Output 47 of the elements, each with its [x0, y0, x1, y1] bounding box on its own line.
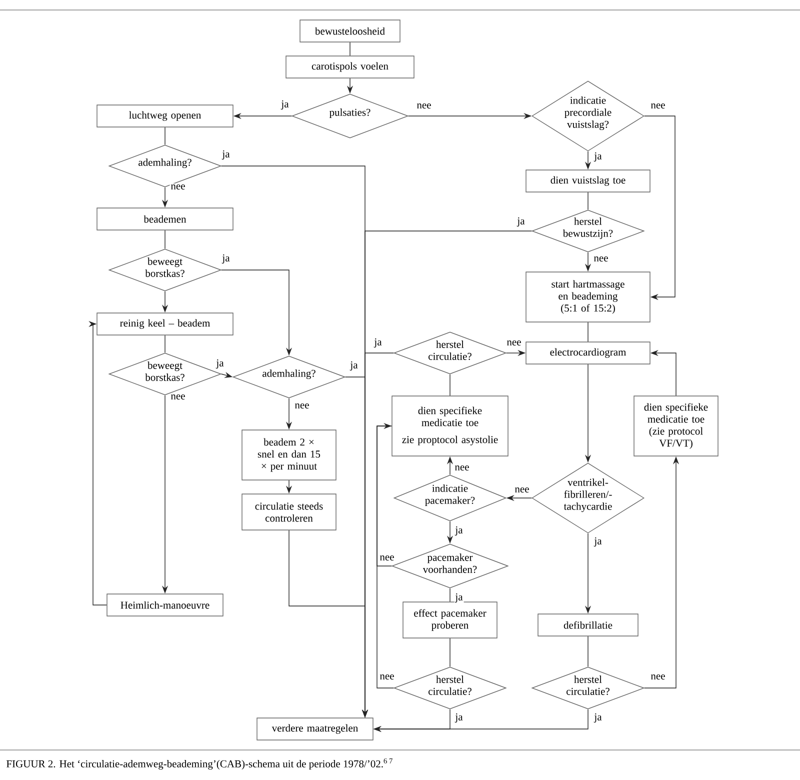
- process-box: dien specifieke medicatie toe (zie protocol VF/VT): [634, 396, 718, 456]
- edge-label: ja: [221, 253, 231, 265]
- process-box: defibrillatie: [538, 614, 638, 636]
- edge-label: nee: [454, 464, 470, 472]
- process-box: bewusteloosheid: [300, 20, 400, 42]
- edge-label: nee: [170, 183, 186, 191]
- process-box: effect pacemaker proberen: [402, 602, 498, 638]
- edge-label: nee: [506, 339, 522, 347]
- edge-label: nee: [592, 255, 610, 263]
- process-box: dien vuistslag toe: [526, 170, 650, 192]
- process-box: beademen: [96, 208, 234, 230]
- arrow: [88, 320, 107, 606]
- edge-label: ja: [221, 149, 231, 161]
- edge-label: nee: [378, 673, 396, 681]
- edge-label: ja: [516, 216, 526, 228]
- process-box: luchtweg openen: [96, 104, 234, 128]
- connector-line: [164, 230, 166, 249]
- edge-label: ja: [454, 525, 464, 537]
- connector-line: [164, 335, 166, 353]
- process-box: start hartmassage en beademing (5:1 of 15:2): [526, 272, 650, 322]
- edge-label: ja: [280, 99, 290, 111]
- edge-label: ja: [593, 151, 603, 163]
- process-box: electrocardiogram: [526, 342, 650, 364]
- edge-label: ja: [373, 337, 383, 349]
- edge-label: ja: [593, 536, 603, 548]
- edge-label: nee: [294, 402, 310, 410]
- process-box: Heimlich-manoeuvre: [106, 594, 224, 616]
- figure-caption: FIGUUR 2. Het ‘circulatie-ademweg-beademing’(CAB)-schema uit de periode 1978/’02.$^{6 7}$: [6, 758, 392, 770]
- edge-label: ja: [215, 358, 225, 370]
- process-box: reinig keel – beadem: [96, 312, 234, 336]
- edge-label: ja: [454, 712, 464, 724]
- edge-label: ja: [593, 712, 603, 724]
- process-box: dien specifieke medicatie toe zie proptocol asystolie: [392, 396, 508, 456]
- edge-label: nee: [650, 673, 666, 681]
- edge-label: nee: [170, 393, 186, 401]
- process-box: carotispols voelen: [286, 56, 414, 78]
- process-box: beadem 2 × snel en dan 15 × per minuut: [242, 430, 336, 480]
- edge-label: nee: [416, 102, 432, 110]
- arrow: [644, 116, 676, 300]
- edge-label: ja: [349, 360, 359, 372]
- process-box: circulatie steeds controleren: [242, 494, 336, 530]
- edge-label: nee: [650, 102, 666, 110]
- edge-label: ja: [454, 592, 464, 604]
- process-box: verdere maatregelen: [256, 718, 374, 740]
- connector-line: [164, 127, 166, 145]
- connector-line: [376, 426, 394, 688]
- edge-label: nee: [514, 486, 530, 494]
